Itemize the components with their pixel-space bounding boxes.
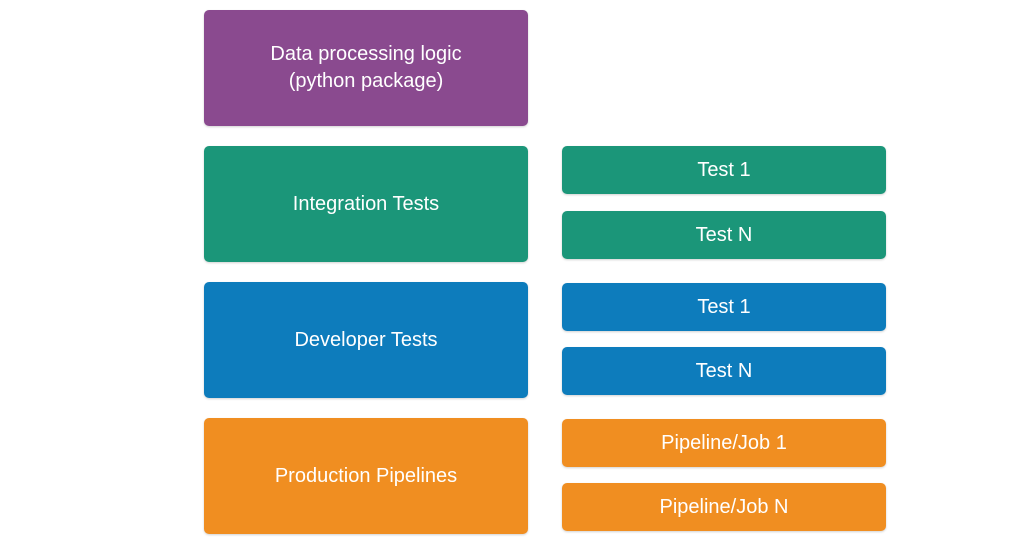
node-integration-test-n: Test N	[562, 211, 886, 259]
node-label: Test N	[695, 359, 753, 382]
node-developer-test-1: Test 1	[562, 283, 886, 331]
node-label: Pipeline/Job 1	[661, 431, 787, 454]
node-label: Data processing logic (python package)	[270, 41, 461, 95]
node-label: Test 1	[697, 158, 751, 181]
node-data-processing-logic: Data processing logic (python package)	[204, 10, 528, 126]
node-pipeline-job-n: Pipeline/Job N	[562, 483, 886, 531]
node-integration-test-1: Test 1	[562, 146, 886, 194]
node-developer-tests: Developer Tests	[204, 282, 528, 398]
node-label: Test N	[695, 223, 753, 246]
node-label: Production Pipelines	[274, 464, 458, 487]
node-pipeline-job-1: Pipeline/Job 1	[562, 419, 886, 467]
node-label-line2: (python package)	[288, 70, 444, 92]
node-production-pipelines: Production Pipelines	[204, 418, 528, 534]
node-label: Integration Tests	[292, 192, 440, 215]
node-label: Developer Tests	[294, 328, 438, 351]
node-integration-tests: Integration Tests	[204, 146, 528, 262]
node-label: Test 1	[697, 295, 751, 318]
node-developer-test-n: Test N	[562, 347, 886, 395]
node-label-line1: Data processing logic	[270, 43, 462, 65]
node-label: Pipeline/Job N	[659, 495, 789, 518]
